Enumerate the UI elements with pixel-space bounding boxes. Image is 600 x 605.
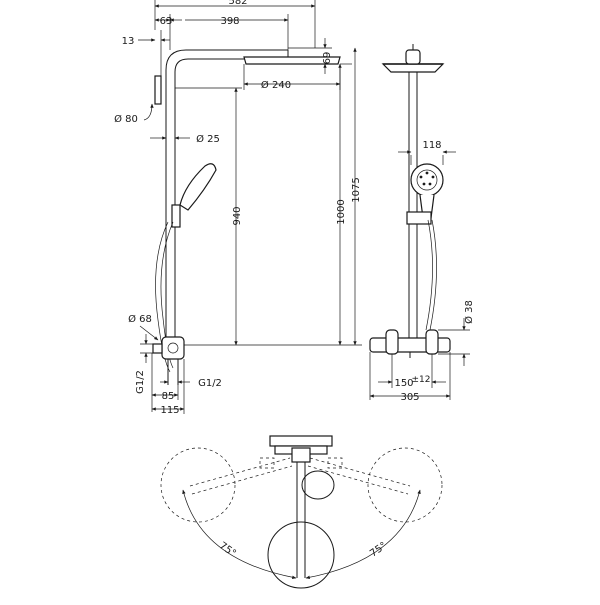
hand-shower-side: [179, 163, 217, 211]
side-view: [152, 49, 341, 385]
head-shower-front: [381, 63, 445, 73]
hand-shower-front: [410, 163, 444, 197]
rotation-circle-left: [160, 447, 236, 523]
head-shower-side: [243, 56, 341, 65]
dim-63: 63: [160, 16, 173, 27]
front-view: [369, 44, 451, 358]
shower-arm: [165, 49, 288, 82]
dim-1000: 1000: [336, 199, 347, 224]
front-dimensions: 118 Ø 38 150 ±12 305: [369, 140, 475, 403]
dim-rosette-diameter: Ø 80: [114, 113, 138, 125]
dim-tolerance: ±12: [412, 375, 431, 385]
dim-115: 115: [160, 405, 179, 416]
angle-right-label: 75°: [368, 540, 389, 559]
thermostat-side: [161, 336, 185, 360]
head-shower-top: [267, 521, 335, 589]
thermostat-top: [269, 435, 333, 447]
dim-305: 305: [400, 392, 419, 403]
dim-940: 940: [232, 206, 243, 225]
hose-front: [425, 219, 433, 331]
dim-thermostat-diameter: Ø 68: [128, 313, 152, 325]
dim-582: 582: [228, 0, 247, 7]
dim-85: 85: [162, 391, 175, 402]
angle-arc-right: [305, 489, 421, 579]
dim-thread-left: G1/2: [135, 370, 146, 394]
angle-arc-left: [182, 489, 297, 579]
shower-arm-inner: [174, 58, 288, 82]
dim-13: 13: [122, 36, 135, 47]
top-view: 75° 75°: [160, 435, 443, 589]
wall-rosette-top: [154, 75, 162, 105]
slider-holder: [171, 204, 181, 228]
dim-398: 398: [220, 16, 239, 27]
hose-side: [155, 221, 171, 373]
dim-head-diameter: Ø 240: [261, 79, 291, 91]
dim-thread-right: G1/2: [198, 378, 222, 389]
dim-69: 69: [322, 52, 333, 65]
side-dimensions: 582 63 398 13 69 Ø 240 Ø 80 Ø 25: [114, 0, 362, 416]
slider-front: [406, 211, 432, 225]
dim-knob-diameter: Ø 38: [463, 300, 475, 324]
dim-118: 118: [422, 140, 441, 151]
dim-pipe-diameter: Ø 25: [196, 133, 220, 145]
rotation-circle-right: [367, 447, 443, 523]
dim-1075: 1075: [351, 177, 362, 202]
hand-shower-top: [301, 470, 335, 500]
dim-150: 150: [394, 378, 413, 389]
